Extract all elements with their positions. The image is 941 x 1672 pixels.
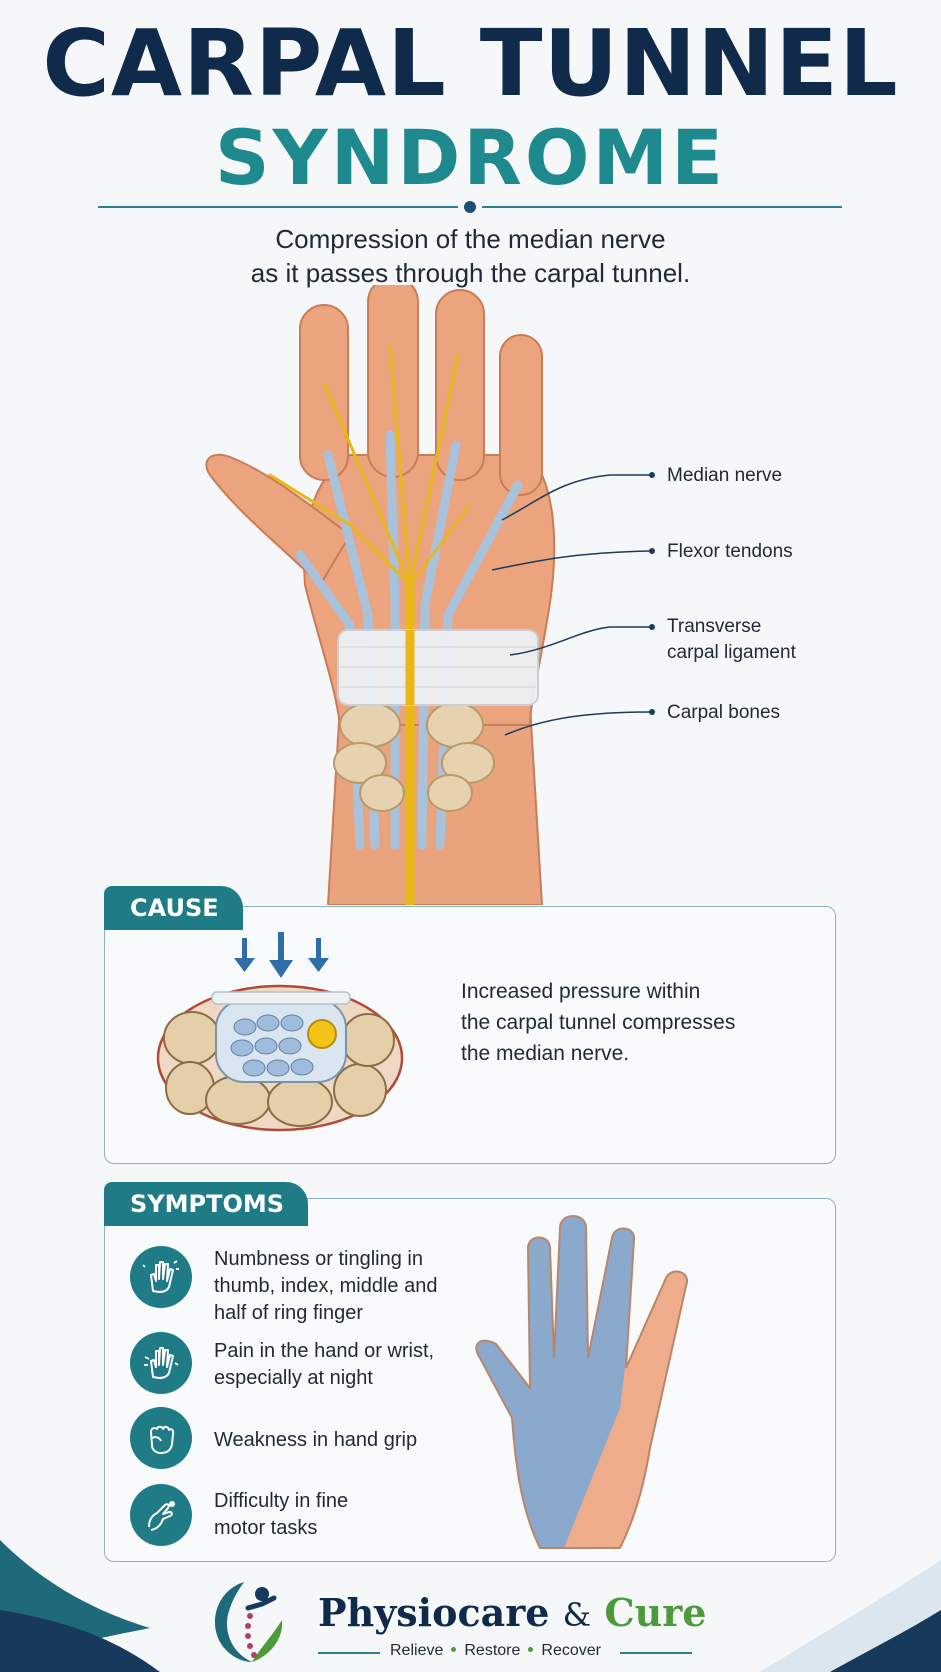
label-ligament-line: Transverse [667, 616, 762, 637]
cause-tab: CAUSE [104, 886, 243, 930]
tagline-word: Restore [464, 1642, 521, 1659]
label-ligament-line: carpal ligament [667, 642, 796, 663]
title-divider-dot [464, 201, 476, 213]
symptom-text: Numbness or tingling in thumb, index, mi… [214, 1246, 494, 1327]
tagline-word: Relieve [390, 1642, 444, 1659]
page-subtitle: Compression of the median nerve as it pa… [0, 222, 941, 290]
cause-line: the median nerve. [461, 1042, 630, 1065]
cause-line: Increased pressure within [461, 980, 701, 1003]
brand-name: Physiocare & Cure [318, 1590, 706, 1635]
label-carpal-bones: Carpal bones [667, 702, 781, 723]
symptom-line: Numbness or tingling in [214, 1248, 423, 1270]
affected-area-hand-illustration [475, 1215, 689, 1549]
brand-logo-icon [214, 1582, 283, 1662]
tagline-word: Recover [541, 1642, 601, 1659]
symptoms-tab: SYMPTOMS [104, 1182, 309, 1226]
page-title: CARPAL TUNNEL [42, 10, 899, 117]
fist-icon [130, 1407, 192, 1469]
label-transverse-carpal-ligament: Transverse carpal ligament [667, 614, 796, 666]
brand-ampersand: & [562, 1596, 592, 1634]
little-finger [499, 334, 543, 496]
label-flexor-tendons: Flexor tendons [667, 541, 793, 562]
ring-finger [435, 289, 485, 481]
pain-hand-icon [130, 1332, 192, 1394]
cross-section-tendons [230, 1014, 314, 1077]
footer-wave [0, 1540, 941, 1672]
symptoms-panel [104, 1198, 836, 1562]
symptom-text: Difficulty in fine motor tasks [214, 1488, 494, 1542]
subtitle-line: as it passes through the carpal tunnel. [250, 258, 691, 288]
index-finger [299, 304, 349, 481]
cause-description: Increased pressure within the carpal tun… [461, 976, 735, 1069]
pressure-arrows-icon [234, 932, 329, 978]
tagline-rule-right [620, 1652, 692, 1654]
cross-section-median-nerve [307, 1019, 337, 1049]
hand-anatomy-illustration [205, 285, 556, 905]
thumb [205, 453, 352, 587]
pinch-icon [130, 1484, 192, 1546]
carpal-bones [333, 702, 495, 812]
symptom-line: Weakness in hand grip [214, 1429, 418, 1451]
symptom-line: Pain in the hand or wrist, [214, 1340, 435, 1362]
label-median-nerve: Median nerve [667, 465, 783, 486]
symptom-line: half of ring finger [214, 1302, 363, 1324]
title-divider-left [98, 206, 458, 208]
subtitle-line: Compression of the median nerve [275, 224, 666, 254]
brand-name-part1: Physiocare [318, 1590, 550, 1635]
symptom-text: Pain in the hand or wrist, especially at… [214, 1338, 494, 1392]
tagline-dot [451, 1646, 457, 1652]
symptom-line: thumb, index, middle and [214, 1275, 438, 1297]
symptom-text: Weakness in hand grip [214, 1427, 494, 1454]
brand-tagline: Relieve Restore Recover [390, 1642, 601, 1660]
tingling-hand-icon [130, 1246, 192, 1308]
page-title-secondary: SYNDROME [214, 113, 727, 202]
symptom-line: Difficulty in fine [214, 1490, 349, 1512]
symptom-line: especially at night [214, 1367, 373, 1389]
brand-name-part2: Cure [604, 1590, 707, 1635]
tagline-dot [528, 1646, 534, 1652]
carpal-tunnel-cross-section [156, 932, 404, 1132]
tagline-rule-left [318, 1652, 380, 1654]
cause-line: the carpal tunnel compresses [461, 1011, 736, 1034]
symptom-line: motor tasks [214, 1517, 318, 1539]
cross-section-bones [163, 1011, 395, 1127]
title-divider-right [482, 206, 842, 208]
